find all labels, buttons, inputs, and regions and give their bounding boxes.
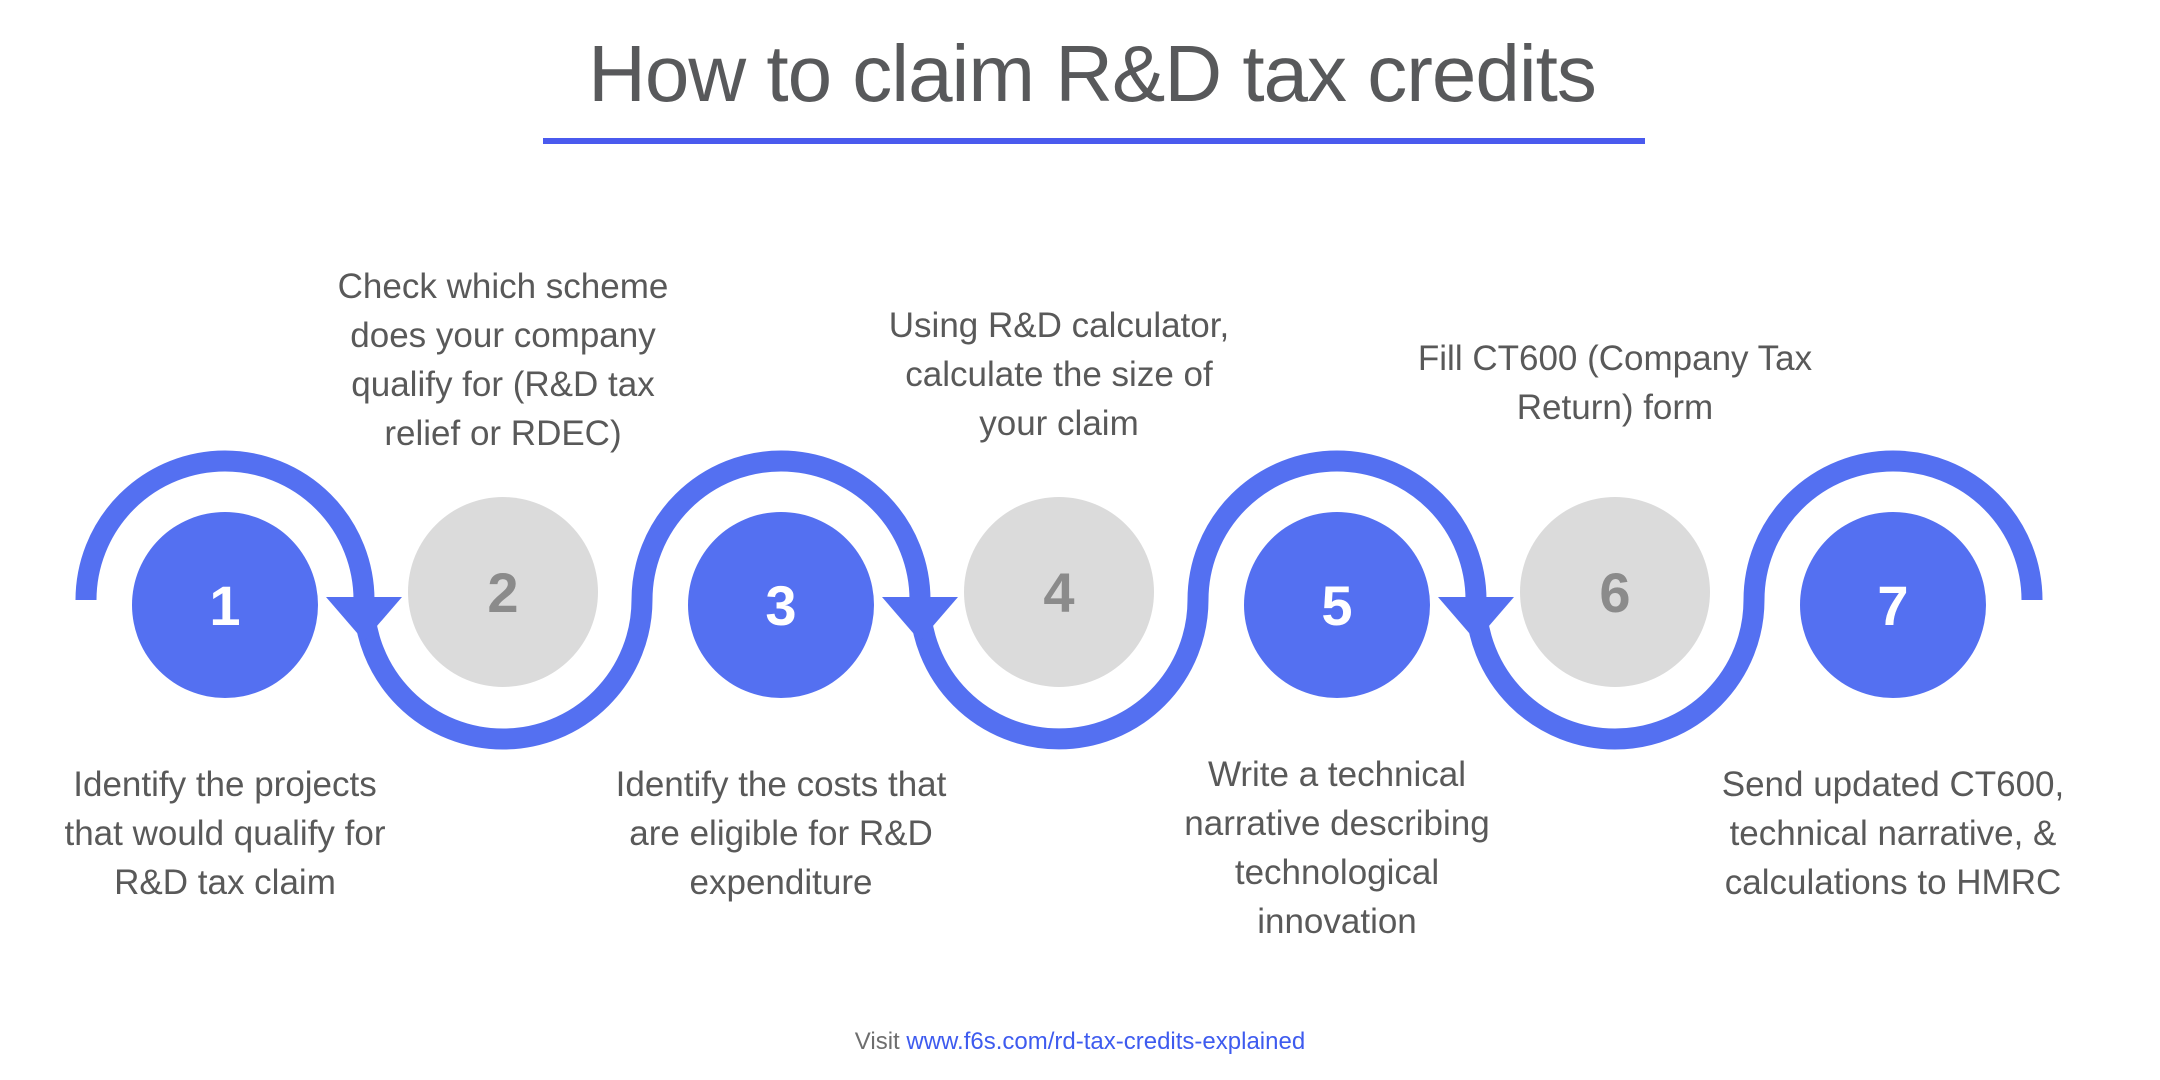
step-3-label: Identify the costs that are eligible for…: [615, 765, 947, 902]
down-arrowhead-icon: [1438, 597, 1514, 641]
step-6-circle: 6: [1520, 497, 1710, 687]
down-arrowhead-icon: [326, 597, 402, 641]
step-5-number: 5: [1321, 573, 1353, 637]
step-7-circle: 7: [1800, 512, 1986, 698]
step-2-circle: 2: [408, 497, 598, 687]
step-4-label: Using R&D calculator, calculate the size…: [888, 306, 1230, 443]
step-2-label: Check which scheme does your company qua…: [337, 267, 669, 453]
step-4-number: 4: [1043, 560, 1075, 624]
step-2-number: 2: [487, 560, 519, 624]
step-6-label: Fill CT600 (Company Tax Return) form: [1417, 339, 1813, 427]
footer-visit-text: Visit: [854, 1028, 907, 1055]
step-5-circle: 5: [1244, 512, 1430, 698]
step-7-number: 7: [1877, 573, 1909, 637]
title-underline: [543, 138, 1645, 144]
step-4-circle: 4: [964, 497, 1154, 687]
step-1-number: 1: [209, 573, 241, 637]
step-1-circle: 1: [132, 512, 318, 698]
step-3-circle: 3: [688, 512, 874, 698]
step-7-label: Send updated CT600, technical narrative,…: [1721, 765, 2065, 902]
step-5-label: Write a technical narrative describing t…: [1184, 755, 1490, 941]
snake-flow-path: [75, 450, 2043, 750]
footer: Visit www.f6s.com/rd-tax-credits-explain…: [0, 1028, 2160, 1056]
down-arrowhead-icon: [882, 597, 958, 641]
step-3-number: 3: [765, 573, 797, 637]
step-6-number: 6: [1599, 560, 1631, 624]
footer-url-link[interactable]: www.f6s.com/rd-tax-credits-explained: [906, 1028, 1306, 1055]
page-title: How to claim R&D tax credits: [588, 29, 1597, 118]
step-1-label: Identify the projects that would qualify…: [64, 765, 386, 902]
